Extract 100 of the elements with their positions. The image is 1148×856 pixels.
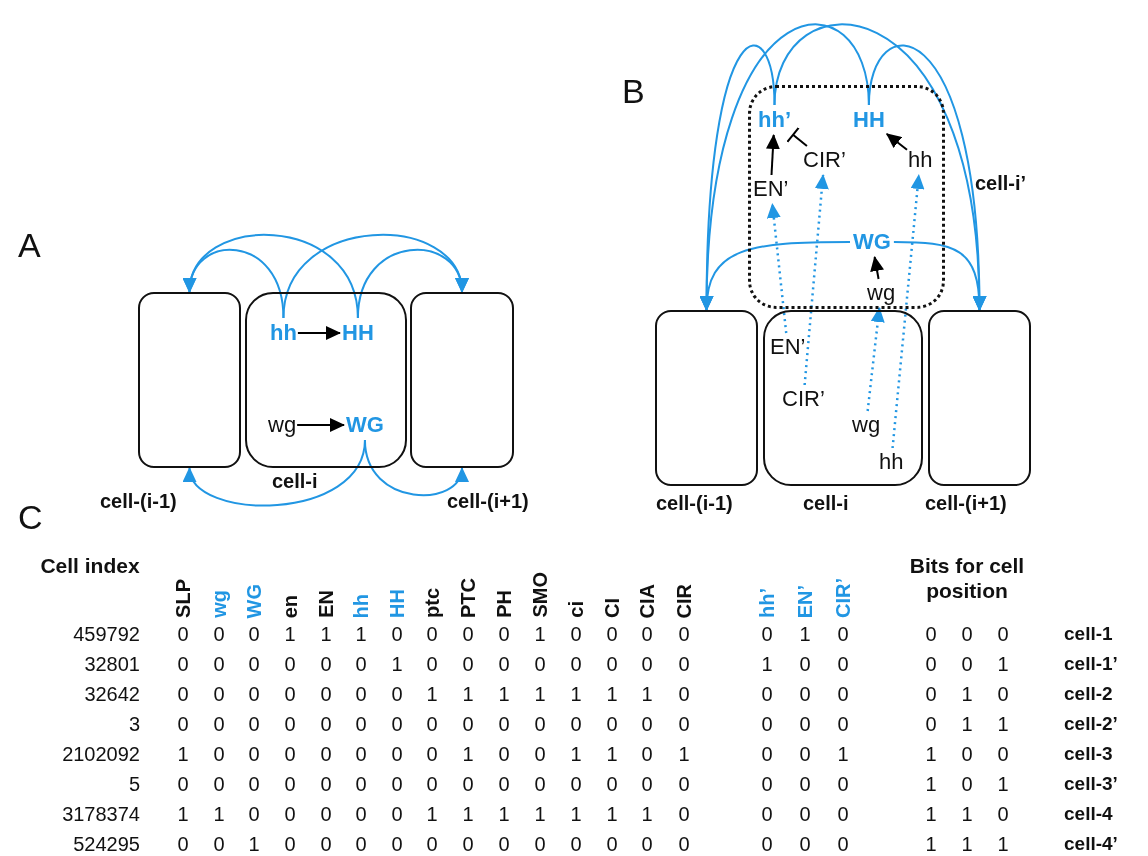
table-value: 1 — [533, 682, 547, 706]
cell-label: cell-(i-1) — [656, 492, 733, 515]
cell-label: cell-(i-1) — [100, 490, 177, 513]
table-value: 0 — [569, 832, 583, 856]
table-value: 0 — [176, 772, 190, 796]
cell-index-value: 3178374 — [61, 802, 140, 826]
column-header: ci — [564, 601, 588, 618]
cell-index-value: 32642 — [83, 682, 140, 706]
gene-label: WG — [853, 229, 891, 255]
table-value: 0 — [605, 712, 619, 736]
table-value: 0 — [212, 682, 226, 706]
table-value: 0 — [798, 682, 812, 706]
table-value: 0 — [461, 622, 475, 646]
table-value: 1 — [247, 832, 261, 856]
table-value: 0 — [461, 832, 475, 856]
table-value: 0 — [283, 712, 297, 736]
table-value: 0 — [836, 712, 850, 736]
table-value: 0 — [960, 652, 974, 676]
column-header: ptc — [420, 588, 444, 618]
column-header: en — [278, 594, 302, 618]
table-value: 0 — [760, 832, 774, 856]
table-value: 0 — [996, 682, 1010, 706]
table-value: 1 — [283, 622, 297, 646]
table-value: 1 — [605, 802, 619, 826]
table-value: 0 — [390, 742, 404, 766]
table-value: 0 — [354, 712, 368, 736]
gene-label: WG — [346, 412, 384, 438]
table-value: 1 — [996, 712, 1010, 736]
cell-box — [763, 310, 923, 486]
table-value: 0 — [425, 772, 439, 796]
table-value: 0 — [390, 832, 404, 856]
table-value: 0 — [798, 712, 812, 736]
table-value: 0 — [533, 742, 547, 766]
cell-label: cell-i’ — [975, 172, 1027, 195]
table-value: 1 — [960, 802, 974, 826]
table-value: 1 — [760, 652, 774, 676]
table-value: 0 — [760, 772, 774, 796]
table-value: 0 — [212, 742, 226, 766]
table-value: 0 — [497, 622, 511, 646]
table-value: 0 — [425, 652, 439, 676]
column-header: EN’ — [793, 584, 817, 618]
table-value: 0 — [497, 772, 511, 796]
table-value: 0 — [760, 712, 774, 736]
table-value: 0 — [760, 802, 774, 826]
gene-label: CIR’ — [782, 386, 825, 412]
table-value: 0 — [461, 712, 475, 736]
table-value: 0 — [640, 652, 654, 676]
table-value: 0 — [319, 682, 333, 706]
table-value: 0 — [640, 742, 654, 766]
table-value: 0 — [319, 742, 333, 766]
table-value: 0 — [640, 772, 654, 796]
table-value: 0 — [390, 712, 404, 736]
table-value: 0 — [247, 802, 261, 826]
table-value: 0 — [960, 772, 974, 796]
arrow — [700, 241, 851, 311]
table-value: 0 — [425, 742, 439, 766]
table-value: 0 — [677, 682, 691, 706]
table-value: 0 — [924, 622, 938, 646]
gene-label: EN’ — [770, 334, 806, 360]
table-value: 0 — [677, 652, 691, 676]
table-value: 0 — [497, 712, 511, 736]
gene-label: wg — [852, 412, 881, 438]
row-label: cell-4 — [1064, 802, 1113, 826]
dotted-cell-outline — [748, 85, 945, 309]
table-value: 0 — [354, 802, 368, 826]
cell-index-value: 2102092 — [61, 742, 140, 766]
table-value: 1 — [836, 742, 850, 766]
column-header: hh’ — [755, 588, 779, 618]
table-value: 1 — [497, 682, 511, 706]
table-value: 0 — [924, 682, 938, 706]
table-value: 0 — [996, 802, 1010, 826]
table-value: 0 — [425, 712, 439, 736]
table-value: 0 — [924, 652, 938, 676]
table-value: 1 — [924, 802, 938, 826]
table-value: 0 — [319, 652, 333, 676]
table-value: 1 — [960, 682, 974, 706]
table-value: 0 — [247, 742, 261, 766]
table-value: 0 — [569, 772, 583, 796]
table-value: 0 — [924, 712, 938, 736]
cell-index-value: 3 — [127, 712, 140, 736]
table-value: 1 — [605, 682, 619, 706]
cell-label: cell-(i+1) — [447, 490, 529, 513]
cell-label: cell-i — [272, 470, 318, 493]
table-value: 1 — [461, 682, 475, 706]
table-value: 1 — [798, 622, 812, 646]
arrow — [866, 307, 885, 412]
table-value: 0 — [798, 652, 812, 676]
row-label: cell-1 — [1064, 622, 1113, 646]
table-value: 0 — [319, 832, 333, 856]
table-value: 0 — [390, 622, 404, 646]
table-value: 1 — [960, 832, 974, 856]
arrow — [296, 418, 345, 432]
cell-label: cell-i — [803, 492, 849, 515]
column-header: CIR’ — [831, 578, 855, 618]
arrow — [892, 241, 986, 311]
table-value: 0 — [461, 772, 475, 796]
table-value: 0 — [836, 682, 850, 706]
table-value: 0 — [533, 772, 547, 796]
table-value: 1 — [390, 652, 404, 676]
table-value: 0 — [836, 802, 850, 826]
